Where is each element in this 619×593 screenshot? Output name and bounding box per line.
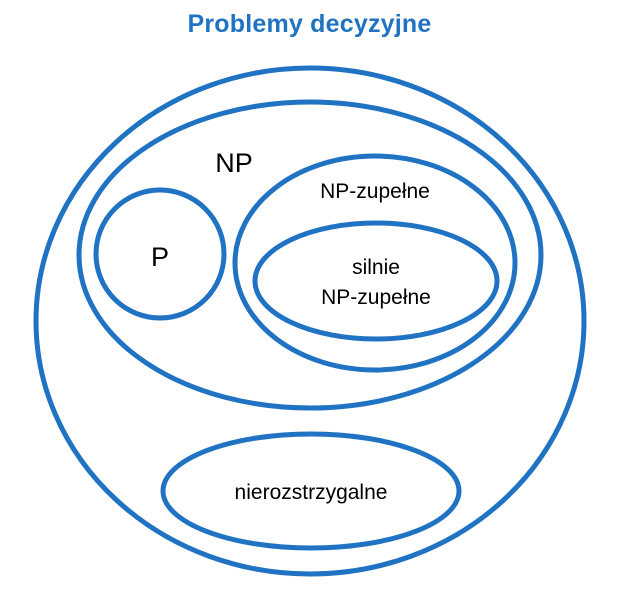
np-label: NP [215, 148, 253, 178]
strongly-np-complete-label-line2: NP-zupełne [321, 286, 431, 309]
p-label: P [151, 242, 169, 272]
strongly-np-complete-label-line1: silnie [352, 256, 400, 279]
np-complete-ellipse [232, 153, 518, 373]
undecidable-ellipse [160, 431, 462, 551]
np-complete-label: NP-zupełne [320, 180, 430, 203]
diagram-title: Problemy decyzyjne [187, 10, 432, 38]
p-circle [93, 187, 227, 321]
np-ellipse [76, 99, 544, 411]
all-problems-ellipse [33, 65, 587, 577]
strongly-np-complete-ellipse [252, 220, 500, 342]
undecidable-label: nierozstrzygalne [235, 481, 388, 504]
